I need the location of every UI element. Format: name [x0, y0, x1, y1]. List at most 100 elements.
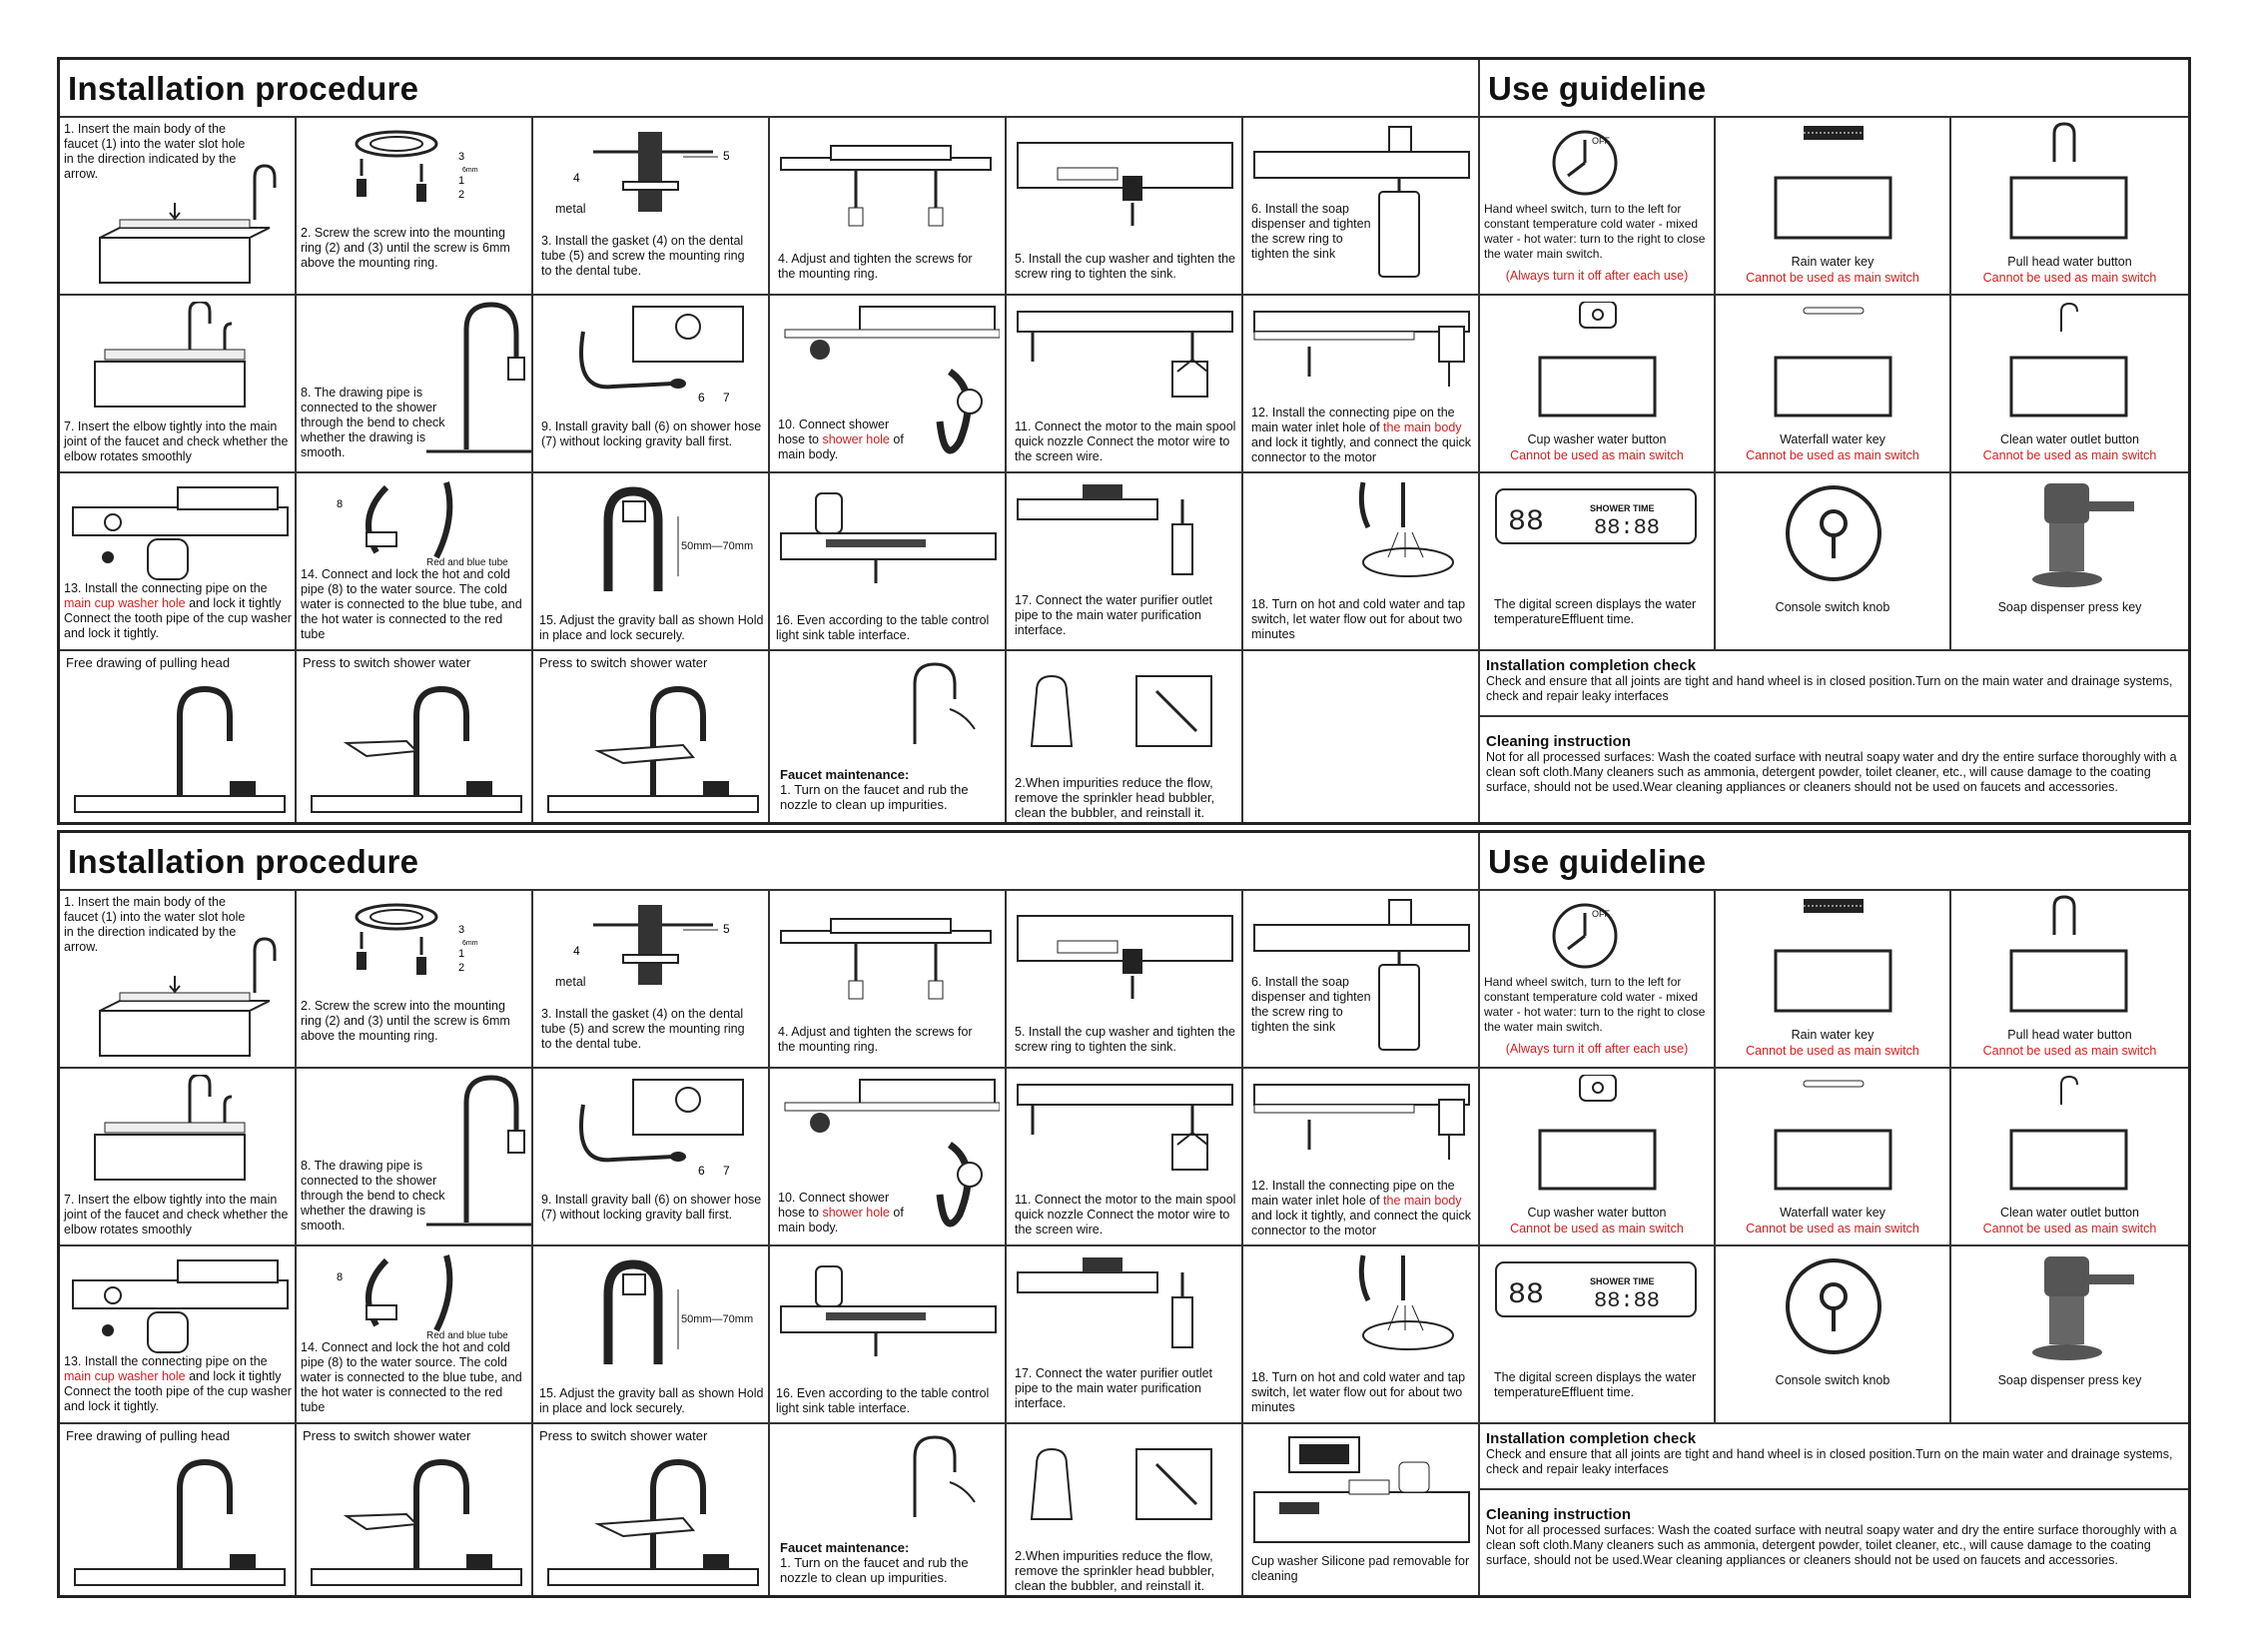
svg-text:2: 2	[458, 962, 464, 974]
clean-water-caption: Clean water outlet button	[2000, 432, 2139, 446]
rain-water-caption: Rain water key	[1791, 1028, 1874, 1042]
installation-title-bar: Installation procedure	[60, 833, 1480, 891]
step-3-metal-label: metal	[555, 975, 586, 989]
rain-water-warning: Cannot be used as main switch	[1746, 271, 1919, 285]
shower-switch-panel-1: Press to switch shower water	[297, 651, 533, 822]
step-10-panel: 10. Connect shower hose to shower hole o…	[770, 1069, 1007, 1246]
step-7-caption: 7. Insert the elbow tightly into the mai…	[64, 1193, 289, 1237]
step-4-caption: 4. Adjust and tighten the screws for the…	[778, 1025, 973, 1054]
waterfall-key-icon	[1774, 302, 1893, 421]
step-2-caption: 2. Screw the screw into the mounting rin…	[301, 226, 510, 270]
step-3-metal-label: metal	[555, 202, 586, 216]
off-label: OFF	[1592, 136, 1610, 146]
step-8-panel: 8. The drawing pipe is connected to the …	[297, 296, 533, 473]
step-5-panel: 5. Install the cup washer and tighten th…	[1007, 891, 1243, 1069]
cleaning-instruction-title: Cleaning instruction	[1486, 733, 1632, 750]
digital-screen-caption: The digital screen displays the water te…	[1494, 597, 1697, 626]
step-18-caption: 18. Turn on hot and cold water and tap s…	[1251, 1370, 1466, 1414]
pull-head-illustration	[70, 1444, 290, 1589]
installation-title-bar: Installation procedure	[60, 60, 1480, 118]
maintenance-title: Faucet maintenance:	[780, 1540, 910, 1555]
step-5-caption: 5. Install the cup washer and tighten th…	[1015, 252, 1235, 281]
cup-washer-button-icon	[1538, 302, 1658, 421]
inlet-pipe-illustration	[1249, 1075, 1474, 1185]
step-17-caption: 17. Connect the water purifier outlet pi…	[1015, 593, 1213, 637]
shower-switch-caption-1: Press to switch shower water	[303, 655, 471, 670]
step-16-caption: 16. Even according to the table control …	[776, 613, 990, 642]
shower-hose-illustration	[780, 1075, 1000, 1244]
completion-cleaning-panel: Installation completion check Check and …	[1480, 651, 2188, 822]
step-18-caption: 18. Turn on hot and cold water and tap s…	[1251, 597, 1466, 641]
cleaning-instruction-block: Cleaning instruction Not for all process…	[1486, 1506, 2178, 1568]
soap-key-caption: Soap dispenser press key	[1997, 600, 2142, 614]
cup-washer-pipe-illustration	[68, 1250, 293, 1360]
step-14-tube-label: Red and blue tube	[426, 1330, 508, 1341]
completion-check-title: Installation completion check	[1486, 657, 1697, 674]
pull-hose-faucet-illustration	[426, 300, 531, 469]
soap-dispenser-icon	[2029, 1256, 2149, 1361]
svg-text:88:88: 88:88	[1594, 1288, 1660, 1313]
use-guideline-title: Use guideline	[1488, 70, 1707, 107]
motor-connection-illustration	[1013, 1075, 1237, 1185]
waterfall-panel: Waterfall water key Cannot be used as ma…	[1716, 296, 1951, 473]
shower-hose-illustration	[780, 302, 1000, 471]
completion-check-text: Check and ensure that all joints are tig…	[1486, 674, 2173, 703]
maintenance-step-2: 2.When impurities reduce the flow, remov…	[1015, 1548, 1215, 1593]
step-12-caption: 12. Install the connecting pipe on the m…	[1251, 1179, 1472, 1238]
motor-connection-illustration	[1013, 302, 1237, 412]
cleaning-instruction-block: Cleaning instruction Not for all process…	[1486, 733, 2178, 795]
step-11-panel: 11. Connect the motor to the main spool …	[1007, 296, 1243, 473]
mounting-screws-illustration	[776, 138, 1001, 238]
completion-cleaning-panel: Installation completion check Check and …	[1480, 1424, 2188, 1595]
rain-water-warning: Cannot be used as main switch	[1746, 1044, 1919, 1058]
instruction-sheet-top: Installation procedure Use guideline 1. …	[57, 57, 2191, 825]
sink-faucet-illustration	[80, 931, 290, 1066]
hand-wheel-icon	[1550, 901, 1620, 971]
sink-faucet-illustration	[80, 158, 290, 293]
svg-text:4: 4	[573, 171, 580, 185]
pull-head-button-panel: Pull head water button Cannot be used as…	[1951, 118, 2188, 296]
svg-text:8: 8	[337, 498, 343, 510]
soap-key-caption: Soap dispenser press key	[1997, 1373, 2142, 1387]
step-13-panel: 13. Install the connecting pipe on the m…	[60, 1246, 297, 1424]
step-10-panel: 10. Connect shower hose to shower hole o…	[770, 296, 1007, 473]
step-14-tube-label: Red and blue tube	[426, 557, 508, 568]
step-7-caption: 7. Insert the elbow tightly into the mai…	[64, 419, 289, 463]
pull-head-button-caption: Pull head water button	[2007, 1028, 2132, 1042]
step-1-caption: 1. Insert the main body of the faucet (1…	[64, 122, 246, 181]
hand-wheel-icon	[1550, 128, 1620, 198]
step-1-caption: 1. Insert the main body of the faucet (1…	[64, 895, 246, 954]
step-8-caption: 8. The drawing pipe is connected to the …	[301, 386, 445, 459]
step-3-caption: 3. Install the gasket (4) on the dental …	[541, 234, 745, 278]
step-16-panel: 16. Even according to the table control …	[770, 473, 1007, 651]
completion-check-block: Installation completion check Check and …	[1486, 657, 2178, 704]
step-6-panel: 6. Install the soap dispenser and tighte…	[1243, 891, 1480, 1069]
cup-washer-button-warning: Cannot be used as main switch	[1510, 448, 1684, 462]
step-11-caption: 11. Connect the motor to the main spool …	[1015, 419, 1236, 463]
shower-switch-panel-1: Press to switch shower water	[297, 1424, 533, 1595]
step-4-panel: 4. Adjust and tighten the screws for the…	[770, 118, 1007, 296]
cup-washer-button-caption: Cup washer water button	[1527, 1206, 1667, 1220]
use-guideline-grid: OFF Hand wheel switch, turn to the left …	[1480, 118, 2188, 822]
cup-washer-button-warning: Cannot be used as main switch	[1510, 1222, 1684, 1236]
console-knob-panel: Console switch knob	[1716, 1246, 1951, 1424]
step-8-panel: 8. The drawing pipe is connected to the …	[297, 1069, 533, 1246]
step-16-caption: 16. Even according to the table control …	[776, 1386, 990, 1415]
waterfall-key-icon	[1774, 1075, 1893, 1195]
console-knob-icon	[1784, 1256, 1883, 1356]
shower-time-label: SHOWER TIME	[1590, 1276, 1655, 1286]
step-10-caption: 10. Connect shower hose to shower hole o…	[778, 417, 904, 461]
maintenance-title: Faucet maintenance:	[780, 767, 910, 782]
step-17-caption: 17. Connect the water purifier outlet pi…	[1015, 1366, 1213, 1410]
soap-dispenser-install-illustration	[1249, 122, 1474, 292]
maintenance-panel-2: 2.When impurities reduce the flow, remov…	[1007, 1424, 1243, 1595]
step-8-caption: 8. The drawing pipe is connected to the …	[301, 1159, 445, 1233]
cup-washer-button-panel: Cup washer water button Cannot be used a…	[1480, 296, 1716, 473]
step-15-caption: 15. Adjust the gravity ball as shown Hol…	[539, 1386, 764, 1415]
shower-switch-caption-2: Press to switch shower water	[539, 655, 708, 670]
svg-text:7: 7	[723, 391, 730, 405]
